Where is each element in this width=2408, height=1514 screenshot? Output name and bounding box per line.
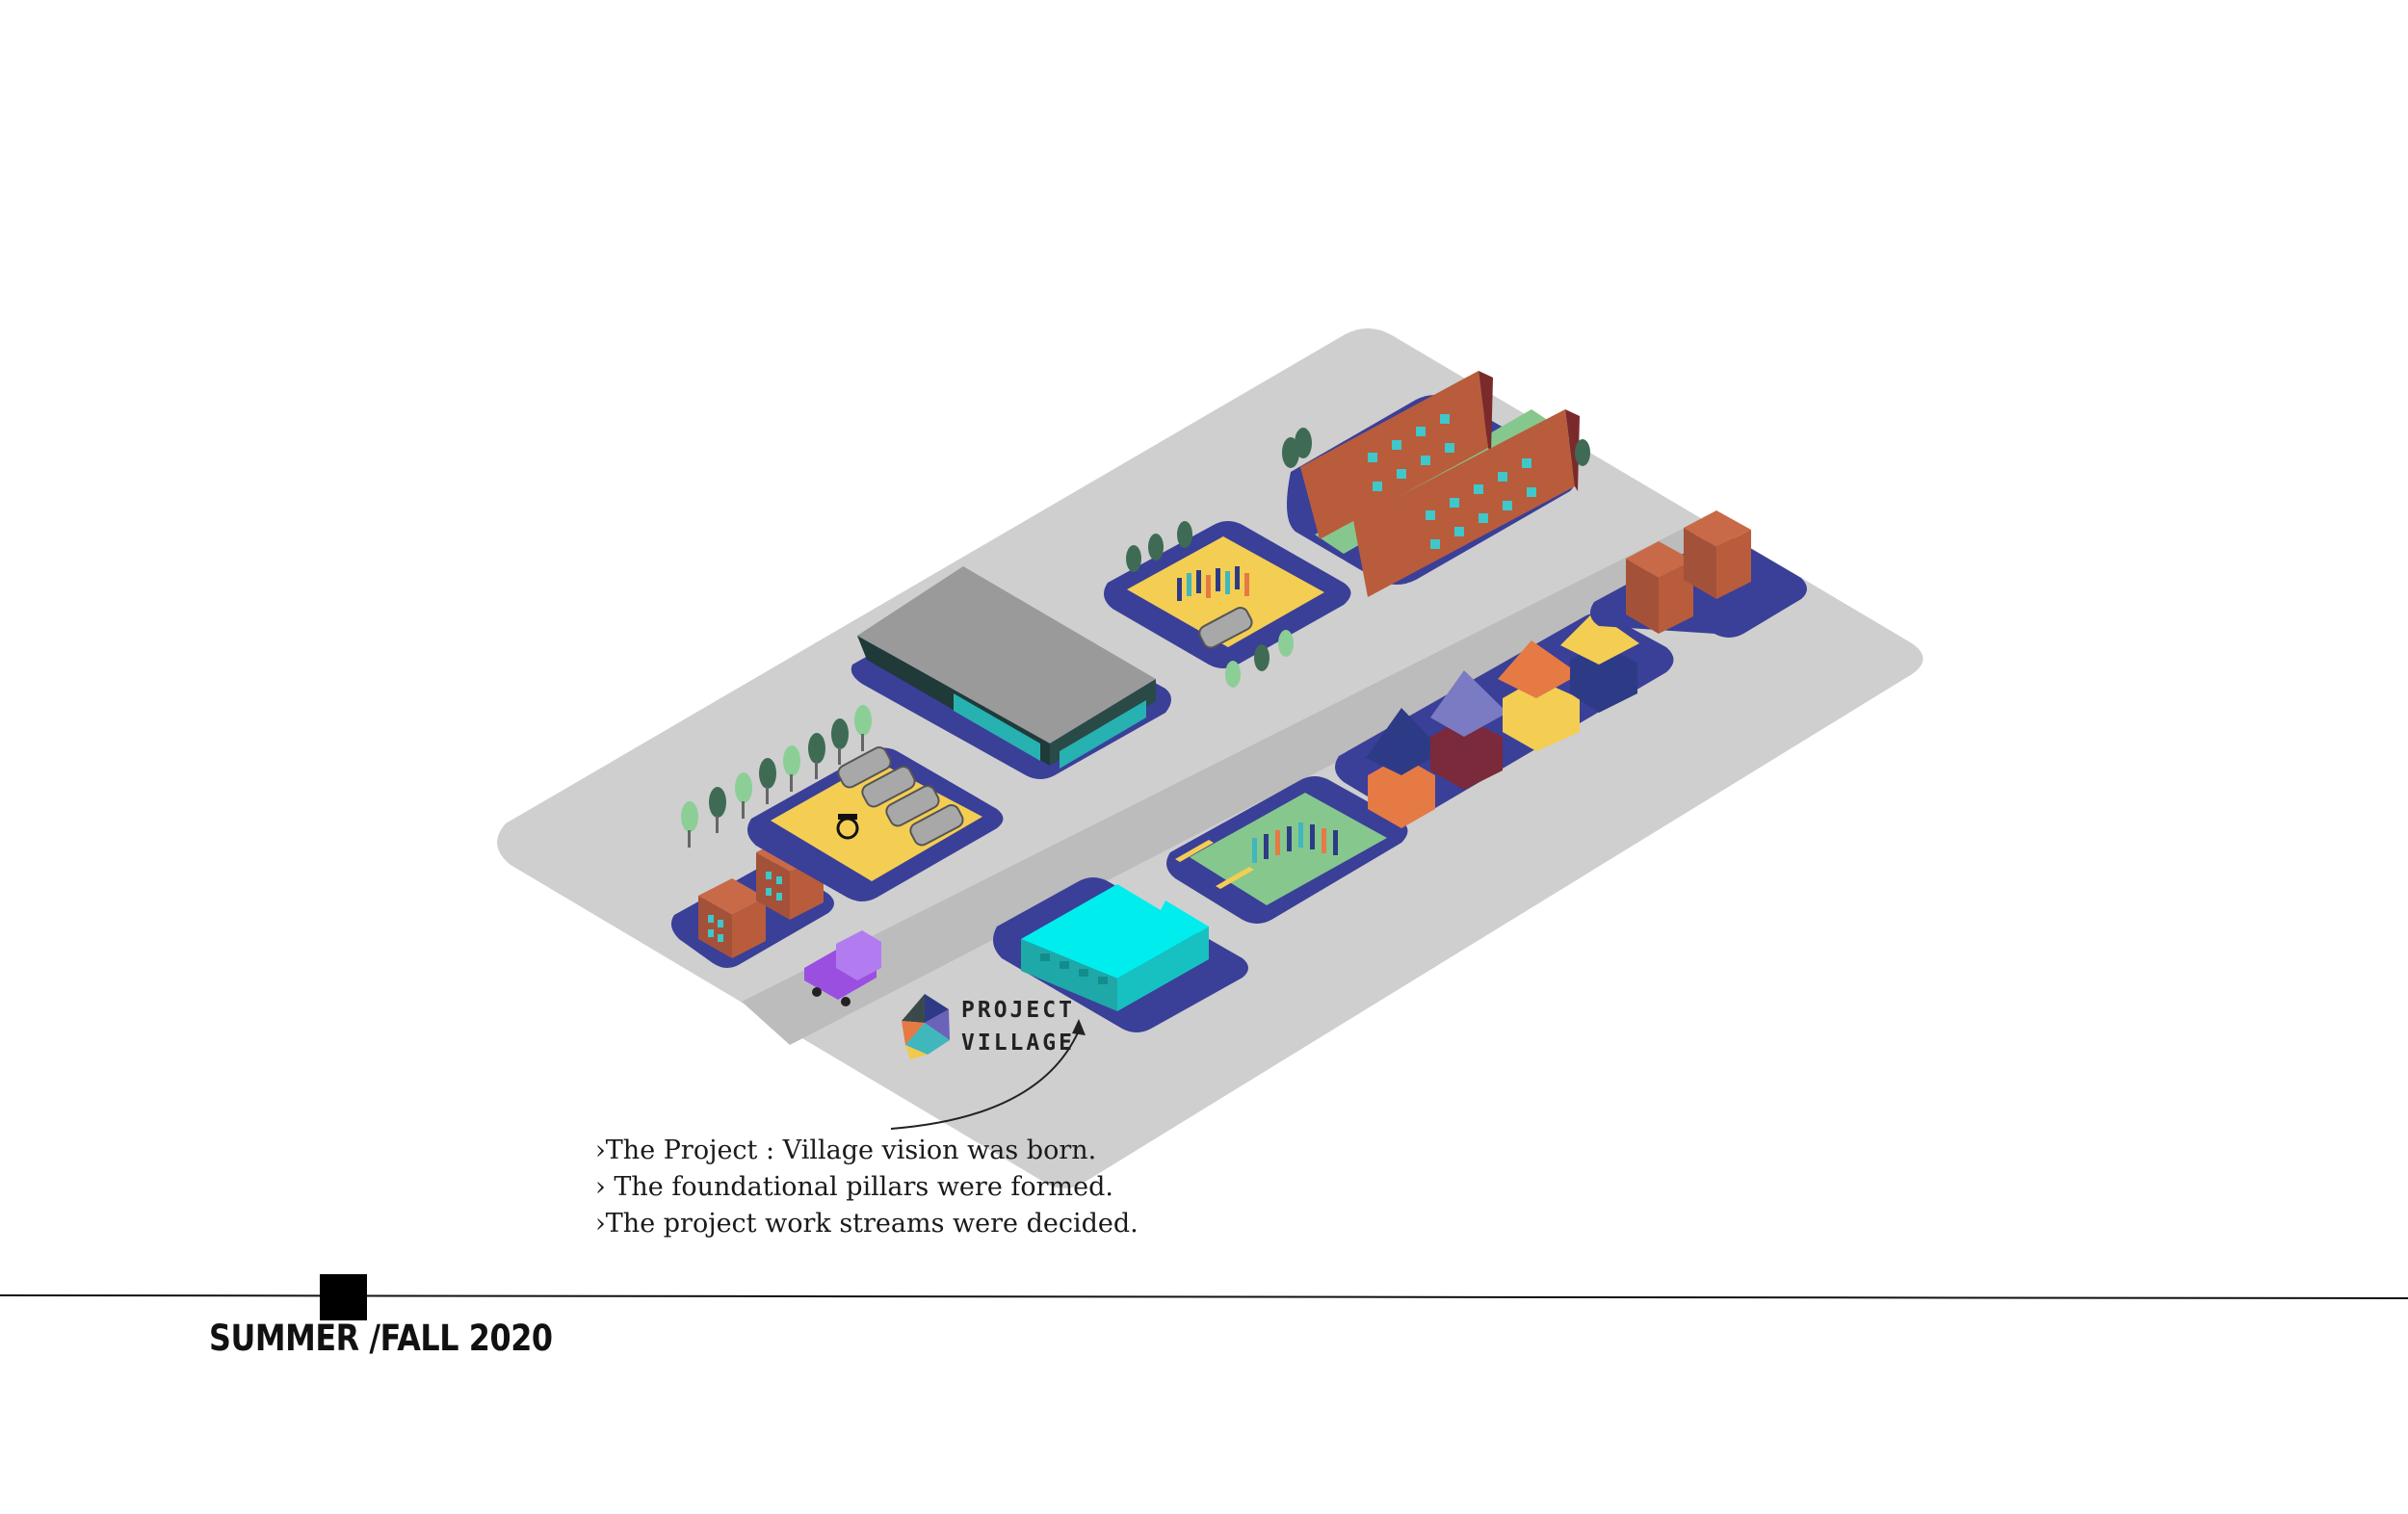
arrow-head — [1072, 1019, 1086, 1035]
caption-line-2: › The foundational pillars were formed. — [595, 1172, 1113, 1202]
caption-line-3: ›The project work streams were decided. — [595, 1209, 1139, 1239]
project-village-logo-text: PROJECT VILLAGE — [961, 994, 1075, 1059]
house-a — [1366, 708, 1443, 828]
people-group-plaza — [1177, 566, 1249, 601]
long-brick-building-b — [1353, 409, 1580, 597]
tree-row-left — [681, 705, 872, 848]
house-d — [1560, 612, 1639, 713]
main-road — [742, 520, 1748, 1045]
brick-building-small-a — [698, 878, 766, 958]
timeline-line — [0, 1294, 2408, 1299]
timeline-label: SUMMER /FALL 2020 — [209, 1318, 553, 1359]
long-brick-building-a — [1300, 371, 1493, 539]
timeline-marker — [320, 1274, 367, 1320]
parked-cars — [837, 746, 964, 847]
plaza-car — [1198, 607, 1253, 649]
caption-line-1: ›The Project : Village vision was born. — [595, 1136, 1097, 1165]
brick-building-right-b — [1684, 510, 1751, 599]
logo-line-1: PROJECT — [961, 998, 1075, 1023]
logo-line-2: VILLAGE — [961, 1031, 1075, 1056]
cyan-building — [1021, 884, 1209, 1011]
brick-windows — [1368, 414, 1536, 549]
people-group-park — [1252, 822, 1338, 863]
ground-platform — [497, 328, 1924, 1188]
warehouse-building — [857, 566, 1156, 769]
tree-row-brick — [1282, 428, 1590, 468]
accessible-parking-icon — [836, 814, 859, 840]
house-c — [1498, 640, 1580, 751]
brick-building-right-a — [1626, 541, 1693, 634]
tree-row-plaza — [1126, 521, 1294, 688]
caption-text: ›The Project : Village vision was born. … — [595, 1133, 1462, 1242]
pointer-arrow — [890, 1030, 1080, 1130]
house-b — [1430, 670, 1507, 790]
project-village-logo-mark — [902, 994, 950, 1059]
park-benches — [1175, 840, 1254, 889]
delivery-truck — [804, 930, 881, 1006]
